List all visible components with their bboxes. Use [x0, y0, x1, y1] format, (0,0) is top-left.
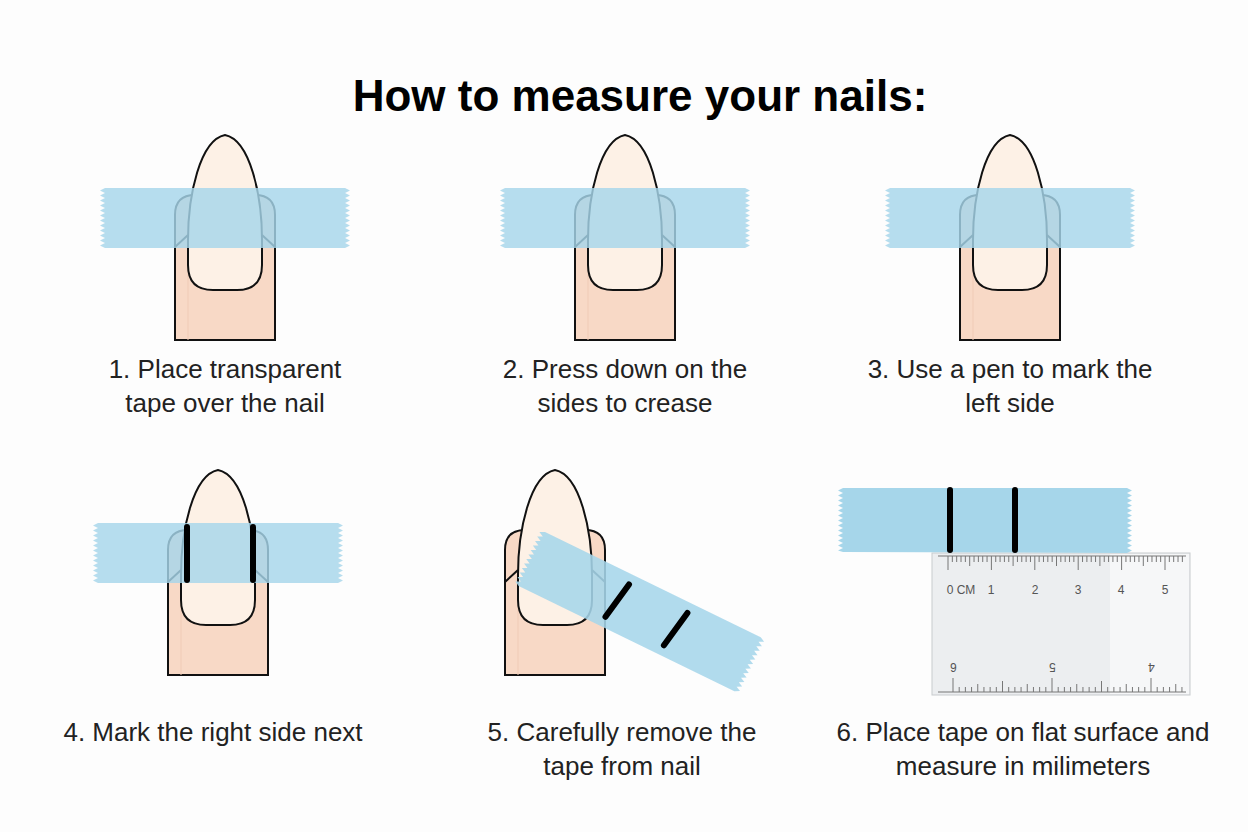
step-4-figure — [93, 470, 343, 675]
ruler-number: 3 — [1075, 583, 1082, 597]
ruler-number: 5 — [1162, 583, 1169, 597]
step-caption: 6. Place tape on flat surface and measur… — [818, 715, 1228, 783]
step-6-figure — [838, 488, 1190, 695]
title: How to measure your nails: — [353, 70, 928, 122]
ruler-number: 4 — [1118, 583, 1125, 597]
ruler-number: 5 — [1049, 660, 1056, 674]
step-caption: 5. Carefully remove the tape from nail — [477, 715, 767, 783]
step-3-figure — [885, 135, 1135, 340]
step-5-figure — [505, 470, 765, 693]
step-2-figure — [500, 135, 750, 340]
step-caption: 3. Use a pen to mark the left side — [865, 352, 1155, 420]
step-caption: 2. Press down on the sides to crease — [475, 352, 775, 420]
ruler-number: 1 — [988, 583, 995, 597]
step-caption: 1. Place transparent tape over the nail — [85, 352, 365, 420]
ruler-number: 4 — [1148, 660, 1155, 674]
ruler-number: 0 CM — [947, 583, 976, 597]
step-caption: 4. Mark the right side next — [3, 715, 423, 749]
step-1-figure — [100, 135, 350, 340]
ruler-number: 6 — [950, 660, 957, 674]
ruler-number: 2 — [1032, 583, 1039, 597]
